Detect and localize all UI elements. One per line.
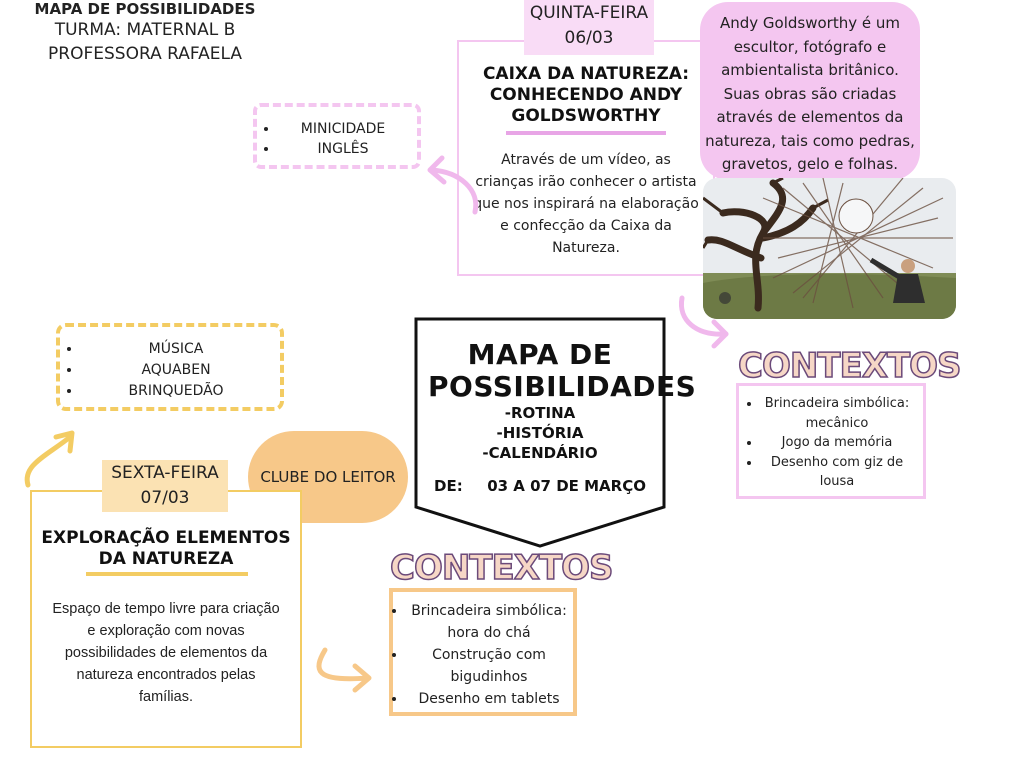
thursday-activity-box: CAIXA DA NATUREZA: CONHECENDO ANDY GOLDS… (457, 40, 715, 276)
arrow-to-thursday-routine (427, 155, 479, 215)
list-item: Desenho em tablets (407, 688, 573, 710)
center-title: MAPA DE POSSIBILIDADES (428, 338, 697, 403)
friday-date-tag: SEXTA-FEIRA 07/03 (102, 460, 228, 512)
list-item: Brincadeira simbólica: hora do chá (407, 600, 573, 644)
friday-day: SEXTA-FEIRA (111, 463, 219, 483)
arrow-to-friday-routine (24, 430, 75, 488)
thursday-date-tag: QUINTA-FEIRA 06/03 (524, 0, 654, 55)
artwork-photo-drawing (703, 178, 956, 319)
contexts-right-title: CONTEXTOS (737, 345, 962, 387)
header: MAPA DE POSSIBILIDADES TURMA: MATERNAL B… (20, 0, 270, 66)
artwork-photo (703, 178, 956, 319)
list-item: BRINQUEDÃO (82, 381, 280, 402)
contexts-right-list: Brincadeira simbólica: mecânico Jogo da … (739, 394, 923, 492)
contexts-bottom-list: Brincadeira simbólica: hora do chá Const… (393, 600, 573, 710)
friday-date: 07/03 (140, 488, 190, 508)
teacher-line: PROFESSORA RAFAELA (48, 44, 242, 64)
list-item: Jogo da memória (761, 433, 923, 453)
friday-activity-box: EXPLORAÇÃO ELEMENTOS DA NATUREZA Espaço … (30, 490, 302, 748)
reading-club-badge: CLUBE DO LEITOR (248, 431, 408, 523)
class-line: TURMA: MATERNAL B (54, 20, 236, 40)
artist-info-text: Andy Goldsworthy é um escultor, fotógraf… (705, 14, 915, 173)
arrow-to-right-contexts (678, 295, 729, 349)
center-date-line: DE: 03 A 07 DE MARÇO (414, 477, 666, 495)
contexts-bottom-box: Brincadeira simbólica: hora do chá Const… (389, 588, 577, 716)
list-item: Construção com bigudinhos (407, 644, 573, 688)
thursday-title-underline (506, 131, 666, 135)
contexts-bottom-title: CONTEXTOS (389, 547, 614, 589)
list-item: INGLÊS (279, 139, 417, 159)
friday-routine-list: MÚSICA AQUABEN BRINQUEDÃO (60, 339, 280, 402)
thursday-day: QUINTA-FEIRA (529, 3, 649, 23)
thursday-activity-title: CAIXA DA NATUREZA: CONHECENDO ANDY GOLDS… (482, 64, 690, 126)
friday-title-underline (86, 572, 248, 576)
center-date-range: 03 A 07 DE MARÇO (487, 477, 646, 495)
artist-info-bubble: Andy Goldsworthy é um escultor, fotógraf… (700, 2, 920, 180)
friday-routine-box: MÚSICA AQUABEN BRINQUEDÃO (56, 323, 284, 411)
center-banner-shape (414, 317, 666, 548)
thursday-date: 06/03 (564, 28, 614, 48)
header-title: MAPA DE POSSIBILIDADES (34, 0, 256, 18)
list-item: MINICIDADE (279, 119, 417, 139)
thursday-routine-list: MINICIDADE INGLÊS (257, 119, 417, 159)
center-banner: MAPA DE POSSIBILIDADES -ROTINA -HISTÓRIA… (414, 317, 697, 549)
friday-activity-title: EXPLORAÇÃO ELEMENTOS DA NATUREZA (41, 528, 291, 569)
list-item: Brincadeira simbólica: mecânico (761, 394, 923, 433)
thursday-routine-box: MINICIDADE INGLÊS (253, 103, 421, 169)
contexts-right-box: Brincadeira simbólica: mecânico Jogo da … (736, 383, 926, 499)
list-item: MÚSICA (82, 339, 280, 360)
center-sub-routine: -ROTINA (504, 404, 576, 422)
friday-description: Espaço de tempo livre para criação e exp… (52, 601, 280, 705)
arrow-to-bottom-contexts (316, 647, 372, 693)
center-sub-calendar: -CALENDÁRIO (482, 444, 598, 462)
center-date-label: DE: (434, 477, 463, 495)
list-item: Desenho com giz de lousa (761, 453, 923, 492)
center-sub-history: -HISTÓRIA (496, 424, 584, 442)
reading-club-label: CLUBE DO LEITOR (260, 468, 396, 486)
thursday-description: Através de um vídeo, as crianças irão co… (473, 152, 699, 256)
list-item: AQUABEN (82, 360, 280, 381)
